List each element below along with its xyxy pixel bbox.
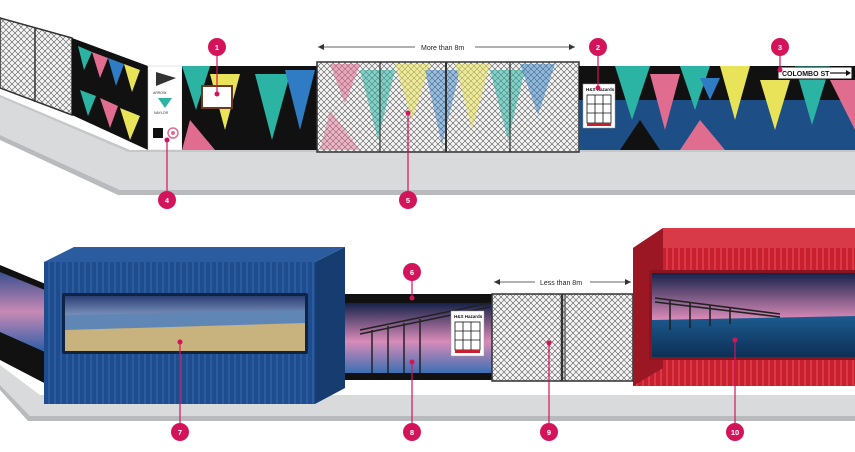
svg-text:1: 1	[215, 43, 219, 52]
svg-text:H&S Hazards: H&S Hazards	[454, 314, 483, 319]
svg-text:2: 2	[596, 43, 600, 52]
marker-9	[540, 423, 558, 441]
svg-text:5: 5	[406, 196, 410, 205]
mesh-art-section	[316, 61, 580, 153]
left-photo-strip	[0, 265, 48, 385]
right-arrow-icon	[846, 70, 851, 76]
red-container	[633, 228, 855, 386]
street-sign-text: COLOMBO ST	[782, 71, 830, 78]
blue-container	[44, 247, 345, 404]
street-sign: COLOMBO ST	[777, 66, 853, 80]
left-arrowhead-icon-2	[494, 279, 500, 285]
top-measurement-label: More than 8m	[421, 45, 464, 52]
marker-3	[771, 38, 789, 56]
naylor-logo-icon	[158, 98, 172, 108]
svg-text:10: 10	[731, 428, 739, 437]
hoarding-art-right	[579, 66, 855, 150]
svg-text:8: 8	[410, 428, 414, 437]
svg-text:H&S Hazards: H&S Hazards	[586, 87, 615, 92]
top-measurement: More than 8m	[318, 44, 575, 52]
marker-8	[403, 423, 421, 441]
marker-4	[158, 191, 176, 209]
svg-text:7: 7	[178, 428, 182, 437]
angled-art-panel	[72, 38, 148, 150]
marker-1	[208, 38, 226, 56]
marker-10	[726, 423, 744, 441]
arrow-logo-icon	[156, 72, 176, 86]
left-arrowhead-icon	[318, 44, 324, 50]
svg-text:4: 4	[165, 196, 170, 205]
bottom-measurement-label: Less than 8m	[540, 280, 582, 287]
marker-2	[589, 38, 607, 56]
target-logo-icon	[167, 127, 179, 139]
top-pavement	[0, 95, 855, 195]
right-arrowhead-icon-2	[625, 279, 631, 285]
bottom-mesh-fence	[491, 293, 634, 382]
hazard-sign-bottom: H&S Hazards	[450, 310, 485, 357]
right-arrowhead-icon	[569, 44, 575, 50]
marker-6	[403, 263, 421, 281]
arrow-logo-text: ARROW	[153, 91, 167, 95]
callout-markers: 1 2 3 4 5 6 7 8	[158, 38, 789, 441]
hazard-sign-top: H&S Hazards	[582, 83, 616, 129]
marker-7	[171, 423, 189, 441]
svg-text:9: 9	[547, 428, 551, 437]
sponsor-logo-panel: ARROW NAYLOR	[147, 65, 183, 151]
marker-5	[399, 191, 417, 209]
svg-text:6: 6	[410, 268, 414, 277]
bottom-measurement: Less than 8m	[494, 279, 631, 287]
naylor-logo-text: NAYLOR	[154, 111, 169, 115]
svg-text:3: 3	[778, 43, 782, 52]
dark-logo-icon	[153, 128, 163, 138]
